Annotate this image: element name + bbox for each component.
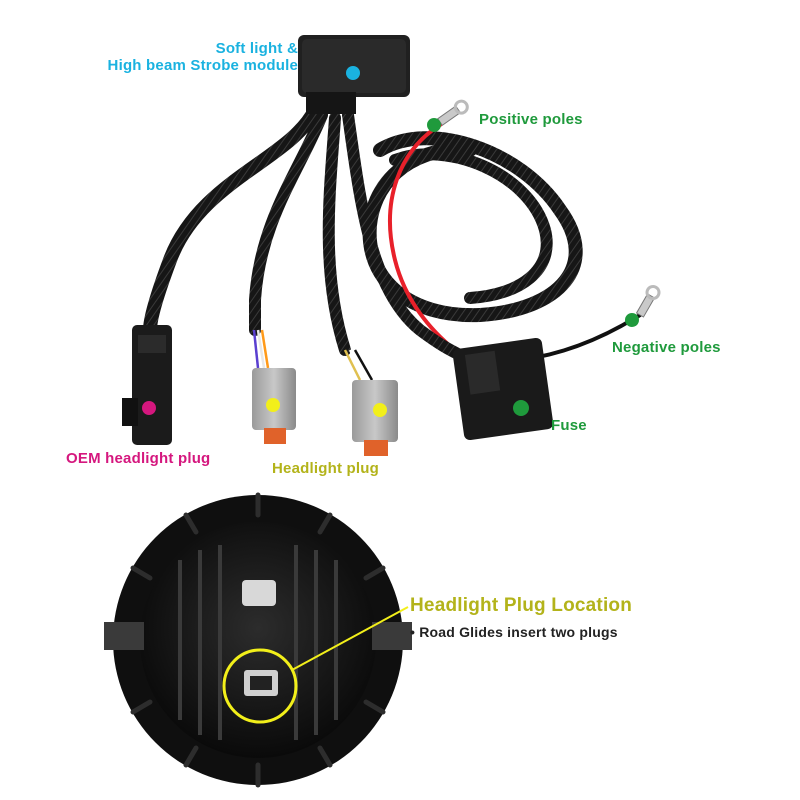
negative-marker-dot	[625, 313, 639, 327]
fuse-holder-icon	[452, 337, 554, 441]
fuse-marker-dot	[513, 400, 529, 416]
negative-poles-label: Negative poles	[612, 339, 721, 356]
round-headlight-icon	[104, 492, 412, 788]
headlight1-marker-dot	[266, 398, 280, 412]
oem-headlight-plug-label: OEM headlight plug	[66, 450, 211, 467]
headlight-plug-label: Headlight plug	[272, 460, 379, 477]
module-marker-dot	[346, 66, 360, 80]
plug-location-callout-line	[291, 606, 409, 671]
road-glides-note: • Road Glides insert two plugs	[410, 624, 618, 640]
positive-red-wire	[388, 123, 457, 352]
control-module-icon	[298, 35, 410, 114]
oem-headlight-plug-icon	[122, 325, 172, 445]
headlight-plug-location-title: Headlight Plug Location	[410, 595, 633, 616]
oem-marker-dot	[142, 401, 156, 415]
positive-terminal	[437, 99, 469, 126]
positive-marker-dot	[427, 118, 441, 132]
module-label-line1: Soft light &	[215, 40, 298, 57]
positive-poles-label: Positive poles	[479, 111, 583, 128]
module-label: Soft light & High beam Strobe module	[70, 40, 298, 74]
wiring-harness	[122, 35, 661, 456]
plug-location-callout-circle	[222, 648, 298, 724]
module-label-line2: High beam Strobe module	[107, 57, 298, 74]
headlight-plug-2-icon	[352, 380, 398, 456]
fuse-label: Fuse	[551, 417, 587, 434]
headlight2-marker-dot	[373, 403, 387, 417]
negative-terminal	[635, 284, 661, 318]
